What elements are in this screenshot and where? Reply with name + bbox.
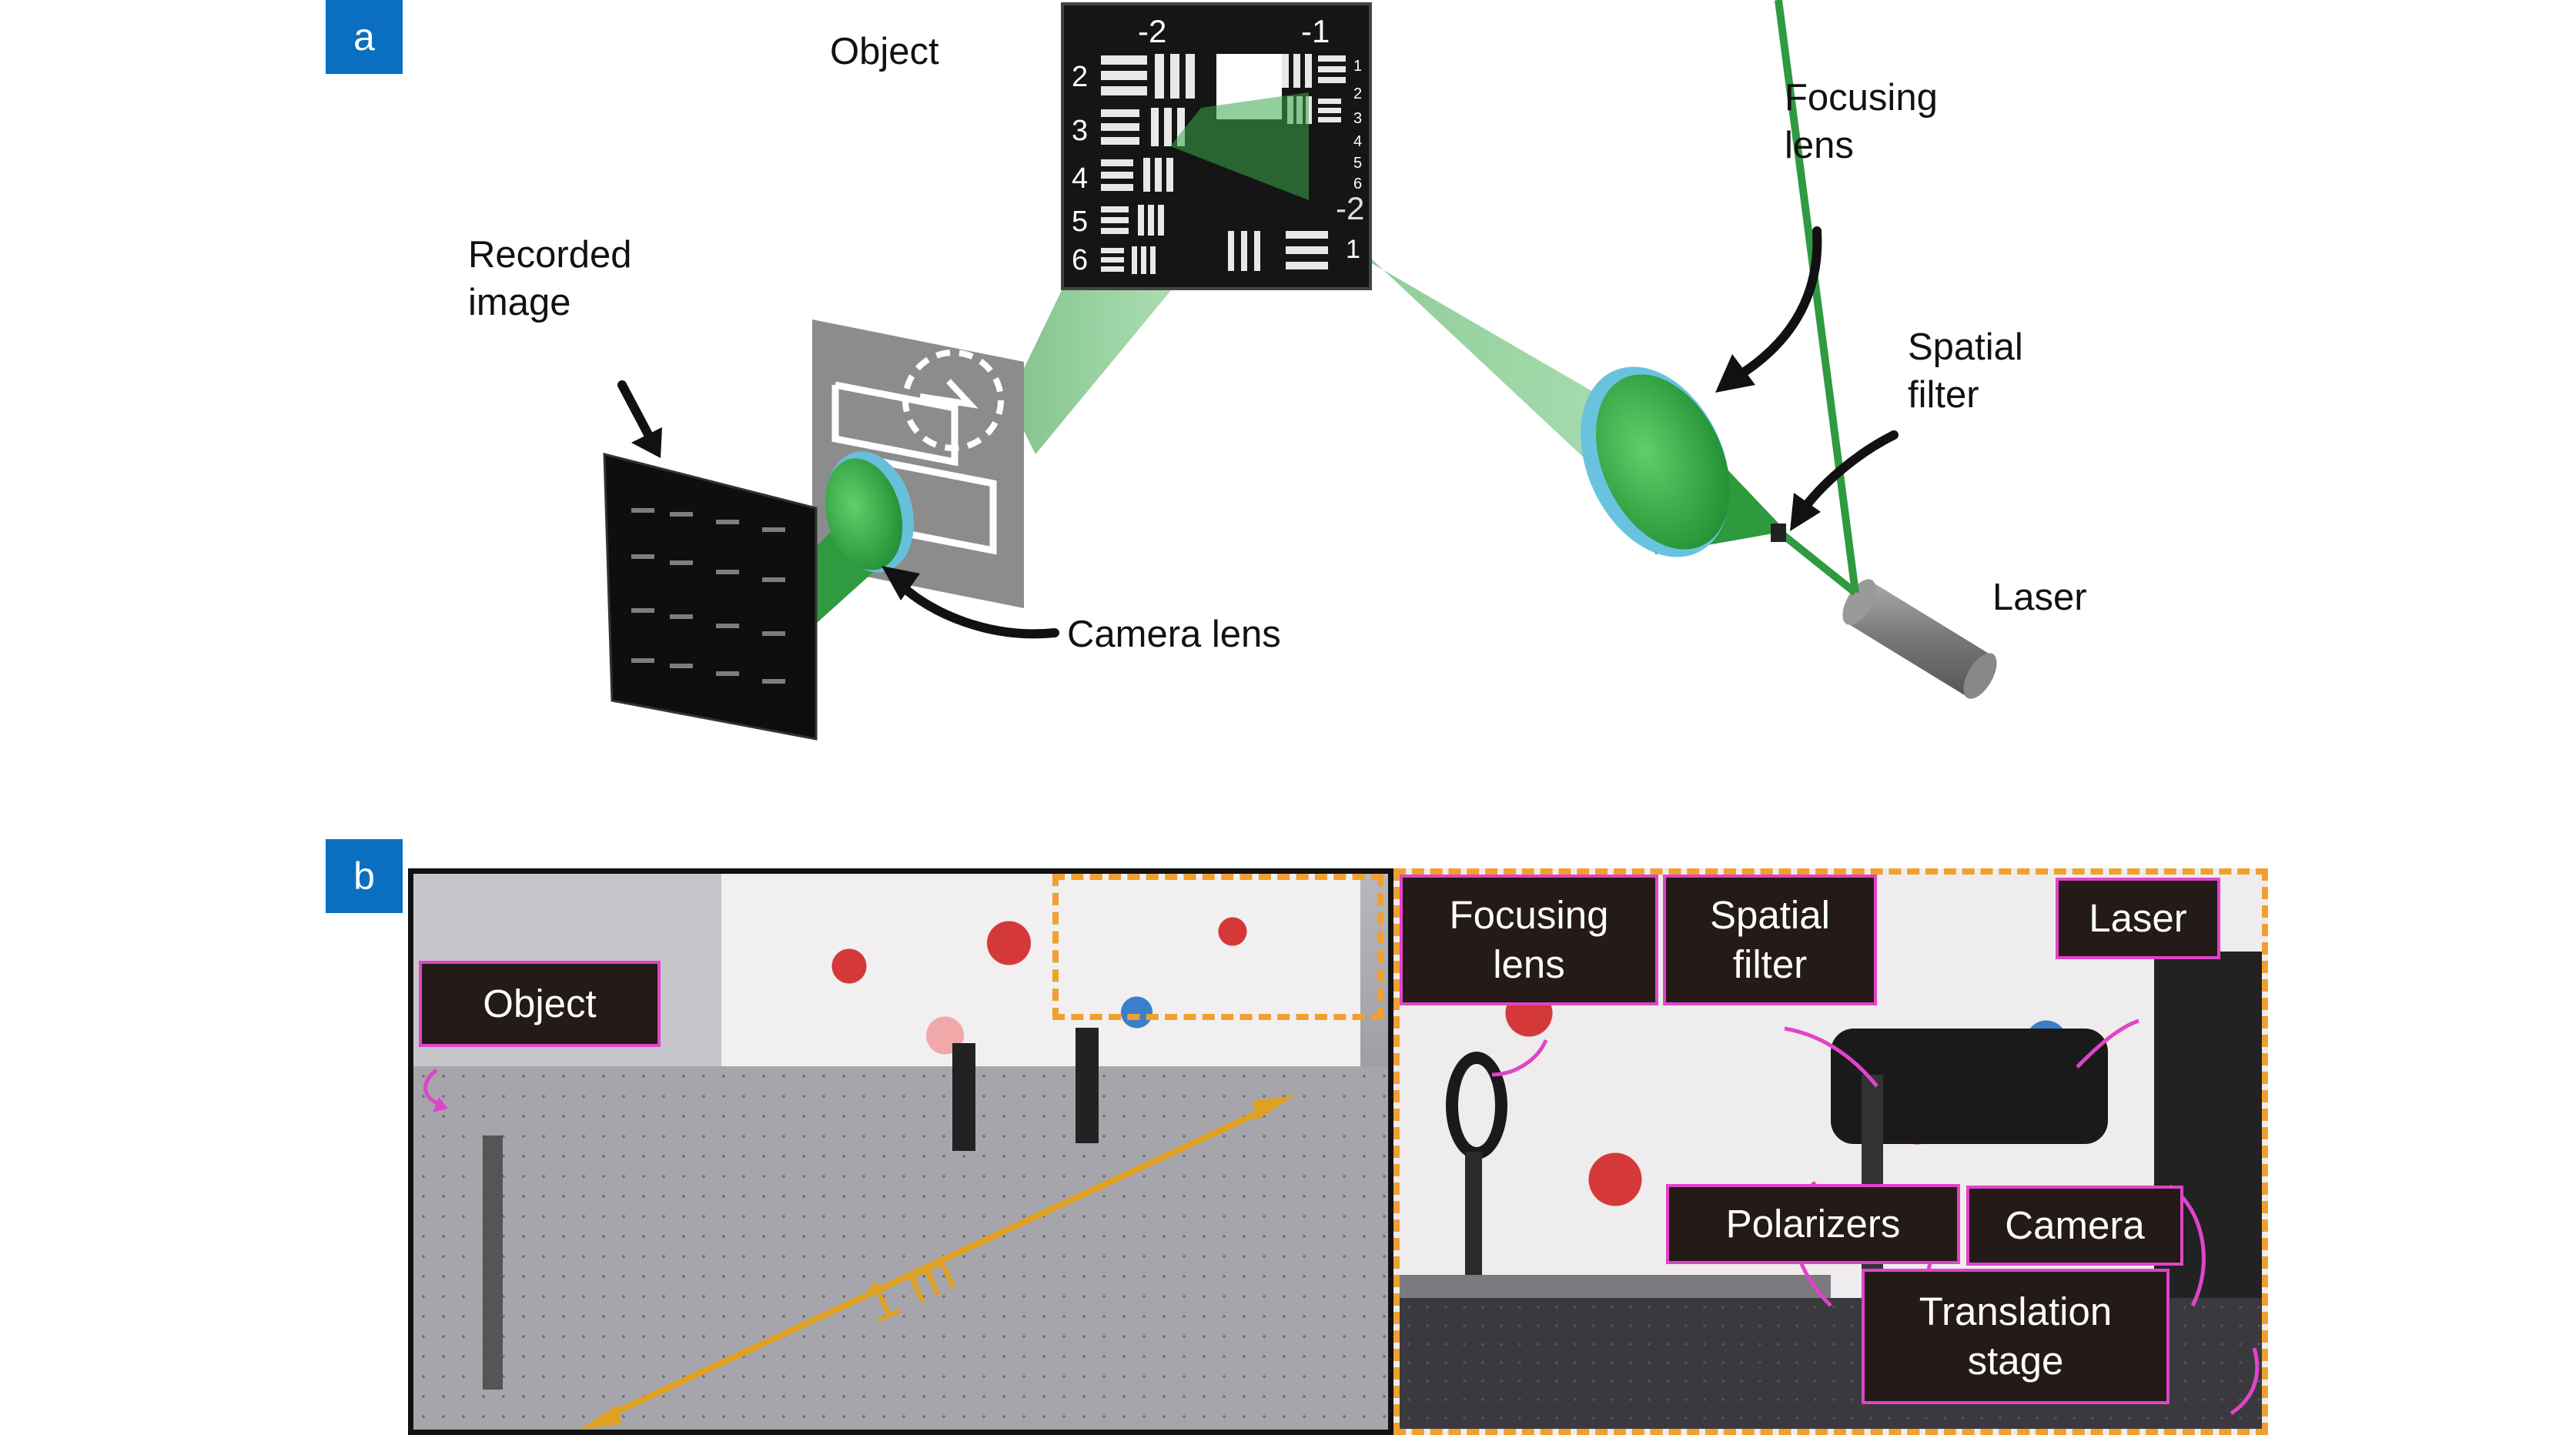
target-number-left: 5: [1072, 206, 1088, 238]
target-number-top-left: -2: [1138, 13, 1166, 49]
target-number-right: 4: [1353, 133, 1362, 150]
target-number-left: 2: [1072, 61, 1088, 93]
label-spatial-filter: Spatial filter: [1908, 326, 2023, 416]
tag-focusing-lens: Focusing lens: [1400, 875, 1658, 1005]
resolution-target: -2 -1 2 3 4 5 6 1 2 3 4 5 6 -2 1: [1061, 2, 1372, 290]
target-number-left: 3: [1072, 115, 1088, 147]
arrow-focusing-lens: [1731, 226, 1822, 382]
tag-camera: Camera: [1966, 1186, 2183, 1266]
recorded-image: [603, 453, 818, 741]
arrow-camera-lens: [892, 577, 1059, 639]
target-number-right: 1: [1353, 58, 1362, 75]
panel-a-tag: a: [326, 0, 403, 74]
label-recorded-image: Recorded image: [468, 234, 632, 323]
tag-spatial-filter: Spatial filter: [1663, 875, 1877, 1005]
zoom-highlight-box: [1052, 874, 1383, 1020]
target-number-right: 6: [1353, 176, 1362, 192]
camera-lens-icon: [808, 451, 915, 624]
target-number-right: 5: [1353, 155, 1362, 172]
target-number-right-group: -2: [1336, 190, 1364, 226]
target-number-right: 2: [1353, 85, 1362, 102]
tag-polarizers: Polarizers: [1666, 1184, 1960, 1264]
distance-arrow: 1 m: [423, 1069, 1295, 1430]
target-number-left: 6: [1072, 244, 1088, 276]
tag-laser: Laser: [2056, 878, 2220, 959]
tag-object: Object: [419, 961, 661, 1047]
spatial-filter-icon: [1771, 523, 1786, 542]
laser-icon: [1842, 579, 1997, 699]
label-focusing-lens: Focusing lens: [1785, 77, 1938, 166]
target-number-top-right: -1: [1301, 13, 1330, 49]
tag-translation-stage: Translation stage: [1862, 1269, 2170, 1404]
focusing-lens-icon: [1581, 366, 1786, 557]
label-laser: Laser: [1992, 577, 2087, 618]
label-object: Object: [830, 31, 939, 72]
target-number-left: 4: [1072, 162, 1088, 195]
optical-setup-diagram: -2 -1 2 3 4 5 6 1 2 3 4 5 6 -2 1: [603, 0, 1997, 741]
arrow-spatial-filter: [1797, 430, 1899, 517]
arrow-recorded-image: [617, 380, 655, 443]
target-number-right: 3: [1353, 110, 1362, 127]
target-number-bottom-right: 1: [1346, 235, 1360, 264]
label-camera-lens: Camera lens: [1067, 614, 1281, 655]
setup-photo-overview: 1 m: [408, 868, 1393, 1435]
panel-b-tag: b: [326, 839, 403, 913]
